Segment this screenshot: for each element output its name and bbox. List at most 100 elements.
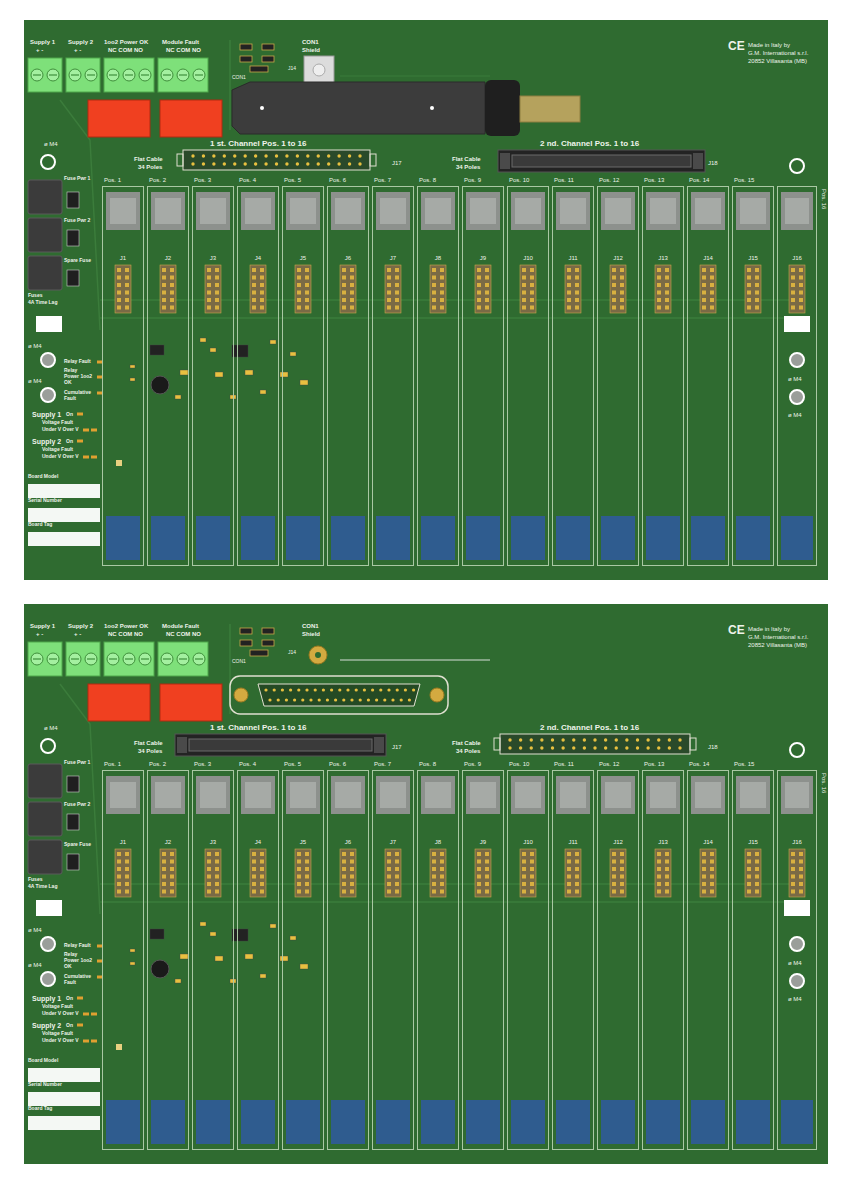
slot-pin [485, 882, 489, 886]
slot-pin [755, 268, 759, 272]
silkscreen-label: 4A Time Lag [28, 300, 57, 306]
slot-pin [575, 283, 579, 287]
slot-pin [702, 875, 706, 879]
dsub-pin [297, 688, 300, 691]
card-guide [736, 776, 770, 814]
silkscreen-label: Under V Over V [42, 1038, 79, 1044]
fuse-holder [28, 802, 62, 836]
slot-pin [702, 298, 706, 302]
card-guide-inner [200, 198, 226, 224]
slot-pin [432, 867, 436, 871]
card-slot: Pos. 11J11 [552, 770, 594, 1150]
silkscreen-label: G.M. International s.r.l. [748, 50, 808, 57]
relay [88, 684, 150, 721]
slot-pin [477, 276, 481, 280]
slot-position-label: Pos. 10 [509, 761, 529, 768]
slot-pin [252, 875, 256, 879]
card-latch [736, 516, 770, 560]
slot-connector [789, 265, 805, 313]
slot-pin [252, 860, 256, 864]
card-guide [691, 192, 725, 230]
latch-tab [500, 153, 510, 169]
slot-pin [350, 298, 354, 302]
card-slot: Pos. 3J3 [192, 770, 234, 1150]
card-guide [511, 776, 545, 814]
connector-ref: J12 [598, 839, 638, 846]
header-pin [636, 746, 639, 749]
silkscreen-label: 20852 Villasanta (MB) [748, 58, 807, 65]
slot-pin [260, 283, 264, 287]
slot-pin [522, 882, 526, 886]
shield-connector-core [313, 64, 325, 76]
slot-pin [215, 875, 219, 879]
slot-pin [755, 867, 759, 871]
slot-connector [610, 849, 626, 897]
diode [67, 270, 79, 286]
connector-ref: J1 [103, 839, 143, 846]
slot-pin [477, 890, 481, 894]
header-pin [212, 154, 215, 157]
slot-pin [125, 882, 129, 886]
silkscreen-label: Power 1oo2 [64, 374, 92, 380]
label-pad [36, 316, 62, 332]
slot-pin [125, 852, 129, 856]
slot-connector [565, 849, 581, 897]
screw-slot [49, 658, 57, 659]
slot-pin [567, 306, 571, 310]
card-guide [376, 192, 410, 230]
slot-pin [305, 283, 309, 287]
smd-part [245, 370, 253, 375]
dsub-pin [391, 698, 394, 701]
silkscreen-label: Made in Italy by [748, 42, 790, 49]
slot-pin [620, 860, 624, 864]
slot-pin [162, 283, 166, 287]
slot-pin [710, 875, 714, 879]
dsub-pin [363, 688, 366, 691]
slot-pin [575, 298, 579, 302]
header-pin [615, 738, 618, 741]
header-ear [494, 738, 500, 750]
connector-ref: J11 [553, 839, 593, 846]
screw-slot [125, 74, 133, 75]
dsub-pin [350, 698, 353, 701]
dsub-pin [371, 688, 374, 691]
slot-pin [530, 852, 534, 856]
led [77, 413, 83, 416]
slot-pin [125, 291, 129, 295]
slot-pin [755, 283, 759, 287]
header-pin [296, 162, 299, 165]
card-guide-inner [515, 782, 541, 808]
slot-pin [665, 268, 669, 272]
slot-pin [342, 298, 346, 302]
slot-pin [530, 268, 534, 272]
slot-pin [575, 291, 579, 295]
slot-pin [162, 890, 166, 894]
dsub-pin [322, 688, 325, 691]
slot-pin [799, 875, 803, 879]
dsub-pin [408, 698, 411, 701]
cable-connector [232, 82, 485, 134]
card-guide-inner [110, 782, 136, 808]
header-pin [223, 154, 226, 157]
card-guide-inner [290, 198, 316, 224]
mounting-hole [790, 353, 804, 367]
slot-connector [385, 265, 401, 313]
slot-pin [755, 890, 759, 894]
card-slot: Pos. 6J6 [327, 770, 369, 1150]
dsub-pin [293, 698, 296, 701]
slot-pin [117, 882, 121, 886]
slot-pin [791, 867, 795, 871]
screw-slot [87, 658, 95, 659]
header-pin [646, 738, 649, 741]
slot-pin [665, 890, 669, 894]
header-pin [275, 162, 278, 165]
slot-pin [567, 890, 571, 894]
silkscreen-label: Voltage Fault [42, 447, 73, 453]
card-guide-inner [515, 198, 541, 224]
slot-pin [342, 306, 346, 310]
connector-ref: J12 [598, 255, 638, 262]
slot-connector [789, 849, 805, 897]
silkscreen-label: Fuses [28, 293, 42, 299]
latch-tab [374, 737, 384, 753]
slot-pin [747, 875, 751, 879]
